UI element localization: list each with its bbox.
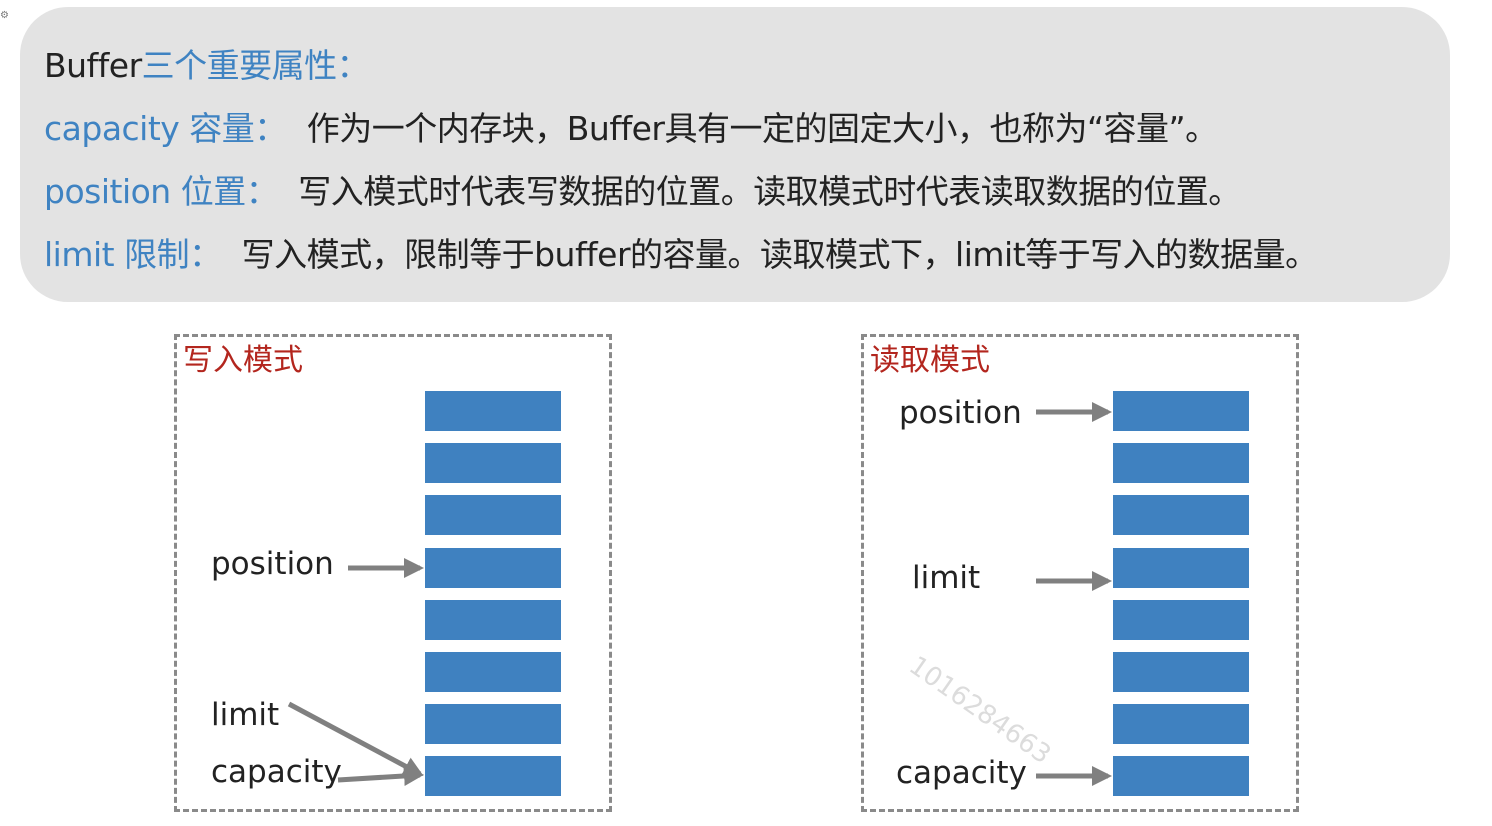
title-subject: 三个重要属性： <box>141 46 370 85</box>
buffer-cell <box>1113 443 1249 484</box>
write-limit-label: limit <box>211 697 280 733</box>
buffer-cell <box>1113 652 1249 692</box>
buffer-cell <box>425 495 561 536</box>
position-desc: 写入模式时代表写数据的位置。读取模式时代表读取数据的位置。 <box>298 172 1241 211</box>
position-term: position 位置： <box>44 172 279 211</box>
limit-desc: 写入模式，限制等于buffer的容量。读取模式下，limit等于写入的数据量。 <box>241 235 1319 274</box>
limit-line: limit 限制： 写入模式，限制等于buffer的容量。读取模式下，limit… <box>44 233 1318 277</box>
read-mode-title: 读取模式 <box>870 343 990 378</box>
buffer-cell <box>1113 495 1249 536</box>
capacity-line: capacity 容量： 作为一个内存块，Buffer具有一定的固定大小，也称为… <box>44 107 1218 151</box>
properties-card: Buffer三个重要属性： capacity 容量： 作为一个内存块，Buffe… <box>20 7 1450 302</box>
buffer-cell <box>1113 756 1249 797</box>
write-mode-title: 写入模式 <box>183 343 303 378</box>
buffer-cell <box>425 599 561 640</box>
buffer-cell <box>425 391 561 431</box>
buffer-cell <box>425 547 561 588</box>
buffer-cell <box>425 652 561 692</box>
buffer-cell <box>425 756 561 797</box>
buffer-cell <box>425 704 561 745</box>
write-capacity-label: capacity <box>211 754 342 790</box>
read-position-label: position <box>899 395 1022 431</box>
capacity-term: capacity 容量： <box>44 109 287 148</box>
title-buffer: Buffer <box>44 46 142 85</box>
corner-mark-icon: ⚙ <box>0 10 9 21</box>
buffer-cell <box>1113 391 1249 431</box>
read-capacity-label: capacity <box>896 755 1027 791</box>
read-mode-panel: 读取模式 <box>861 334 1299 812</box>
buffer-cell <box>425 443 561 484</box>
write-position-label: position <box>211 546 334 582</box>
buffer-cell <box>1113 599 1249 640</box>
write-mode-panel: 写入模式 <box>174 334 612 812</box>
properties-title: Buffer三个重要属性： <box>44 44 370 88</box>
read-limit-label: limit <box>912 560 981 596</box>
limit-term: limit 限制： <box>44 235 222 274</box>
position-line: position 位置： 写入模式时代表写数据的位置。读取模式时代表读取数据的位… <box>44 170 1241 214</box>
capacity-desc: 作为一个内存块，Buffer具有一定的固定大小，也称为“容量”。 <box>306 109 1218 148</box>
buffer-cell <box>1113 704 1249 745</box>
buffer-cell <box>1113 547 1249 588</box>
